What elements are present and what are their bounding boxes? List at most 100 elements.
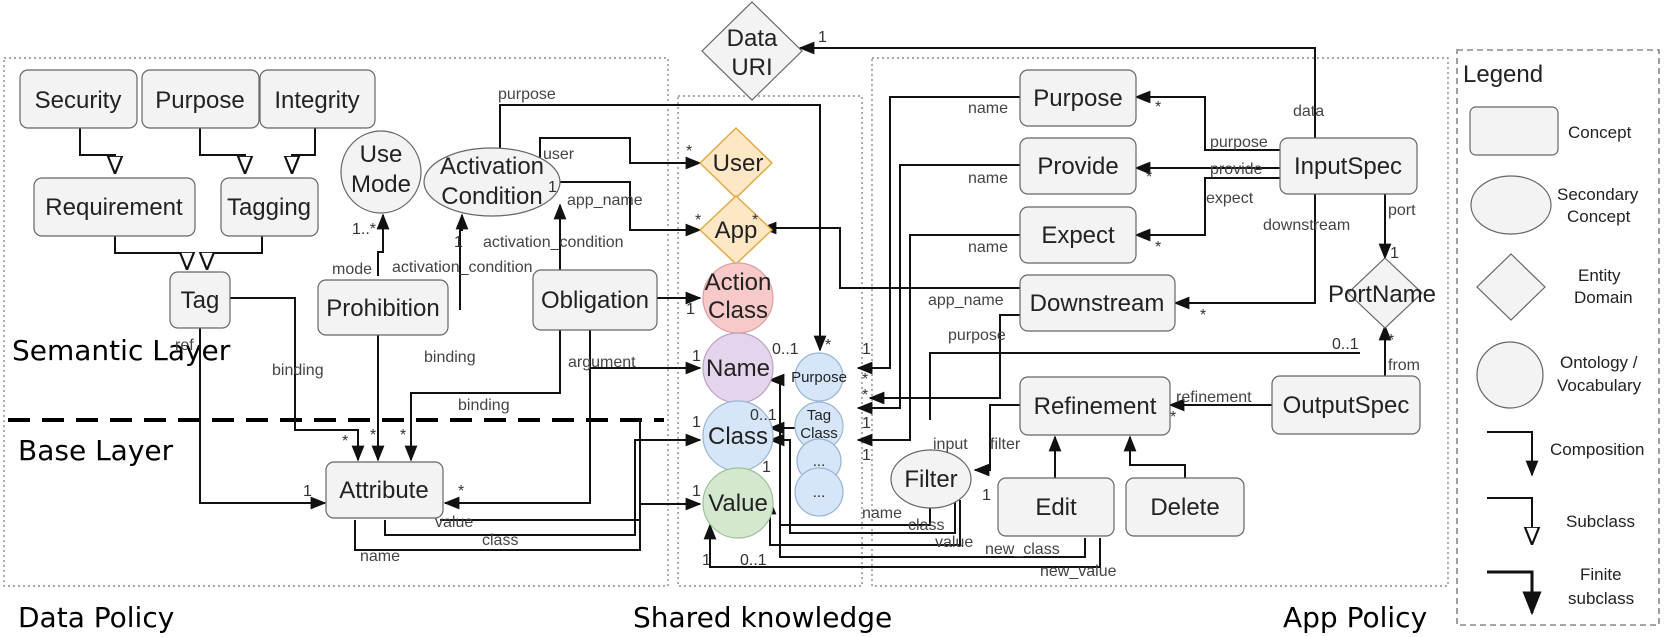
legend-entity-swatch xyxy=(1476,253,1546,321)
edge-label: input xyxy=(933,436,968,453)
mult-label: 1 xyxy=(818,29,827,46)
more-vocab-2 xyxy=(794,467,844,517)
purpose-concept-ap xyxy=(1019,69,1137,127)
mult-label: * xyxy=(752,212,758,229)
mult-label: 1 xyxy=(692,348,701,365)
mult-label: 1 xyxy=(454,234,463,251)
mult-label: 1..* xyxy=(352,221,376,238)
user-label: User xyxy=(713,150,764,177)
tagging-label: Tagging xyxy=(227,194,311,221)
mult-label: 1 xyxy=(862,447,871,464)
prohibition-label: Prohibition xyxy=(326,295,439,322)
action-class-label-2: Class xyxy=(708,297,768,324)
mult-label: * xyxy=(1388,332,1394,349)
mult-label: * xyxy=(862,371,868,388)
legend-finite-label-1: Finite xyxy=(1580,565,1622,584)
value-ontology xyxy=(702,467,774,539)
prohibition-concept xyxy=(317,279,449,336)
mult-label: 1 xyxy=(762,459,771,476)
mult-label: * xyxy=(1200,307,1206,324)
security-label: Security xyxy=(35,87,122,114)
legend-subclass-arrow xyxy=(1487,497,1532,543)
mult-label: 0..1 xyxy=(740,552,767,569)
legend-concept-swatch xyxy=(1469,106,1559,156)
portname-entity xyxy=(1347,257,1423,329)
filter-secondary xyxy=(890,449,972,509)
legend-entity-label-2: Domain xyxy=(1574,288,1633,307)
security-concept xyxy=(19,69,138,129)
outputspec-concept xyxy=(1271,375,1421,435)
legend-frame xyxy=(1456,49,1660,626)
more-vocab-label-2: ... xyxy=(813,484,826,501)
class-label: Class xyxy=(708,423,768,450)
mult-label: * xyxy=(1146,169,1152,186)
edge-label: app_name xyxy=(567,192,643,209)
inputspec-concept xyxy=(1279,137,1418,195)
edge-label: binding xyxy=(424,349,476,366)
legend-secondary-label-1: Secondary xyxy=(1557,185,1639,204)
data-policy-nodes: Security Purpose Integrity Requirement T… xyxy=(19,69,658,519)
edge-label: activation_condition xyxy=(483,234,624,251)
edge-label: new_value xyxy=(1040,563,1117,580)
provide-concept xyxy=(1019,137,1137,195)
mult-label: 1 xyxy=(303,483,312,500)
portname-label: PortName xyxy=(1328,281,1436,308)
use-mode-label-2: Mode xyxy=(351,171,411,198)
multiplicity-labels: 1 * 1 * * 1..* 1 1 1 0..1 * 0..1 1 1 1 0… xyxy=(303,29,1399,569)
edge-label: user xyxy=(543,146,575,163)
edge-label: filter xyxy=(990,436,1021,453)
downstream-concept xyxy=(1019,274,1176,332)
data-policy-title: Data Policy xyxy=(18,601,174,634)
activation-condition-secondary xyxy=(423,147,561,217)
semantic-layer-title: Semantic Layer xyxy=(12,334,231,367)
tag-class-label-2: Class xyxy=(800,425,838,442)
tagging-concept xyxy=(220,177,319,237)
data-uri-label-1: Data xyxy=(727,25,778,52)
requirement-concept xyxy=(33,177,196,237)
legend-finite-label-2: subclass xyxy=(1568,589,1634,608)
name-label: Name xyxy=(706,355,770,382)
tag-label: Tag xyxy=(181,287,220,314)
mult-label: 1 xyxy=(548,179,557,196)
edge-label: class xyxy=(482,532,518,549)
mult-label: 1 xyxy=(686,301,695,318)
edge-label: name xyxy=(360,548,400,565)
legend-ontology-label-2: Vocabulary xyxy=(1557,376,1642,395)
mult-label: * xyxy=(400,427,406,444)
edge-label: app_name xyxy=(928,292,1004,309)
mult-label: * xyxy=(686,143,692,160)
edge-label: purpose xyxy=(498,86,556,103)
base-layer-title: Base Layer xyxy=(18,434,174,467)
provide-label: Provide xyxy=(1037,153,1118,180)
refinement-label: Refinement xyxy=(1034,393,1157,420)
legend-title: Legend xyxy=(1463,61,1543,88)
edge-label: class xyxy=(908,517,944,534)
inputspec-label: InputSpec xyxy=(1294,153,1402,180)
edge-label: value xyxy=(435,514,473,531)
edge-labels: purpose user app_name activation_conditi… xyxy=(175,86,1420,580)
expect-concept xyxy=(1019,206,1137,264)
legend-composition-arrow xyxy=(1487,431,1539,477)
legend-composition-label: Composition xyxy=(1550,440,1645,459)
tag-concept xyxy=(169,271,231,329)
attribute-concept xyxy=(325,461,444,519)
use-mode-label-1: Use xyxy=(360,141,403,168)
obligation-concept xyxy=(532,269,658,331)
legend: Legend Concept Secondary Concept Entity … xyxy=(1463,61,1645,616)
legend-subclass-label: Subclass xyxy=(1566,512,1635,531)
mult-label: * xyxy=(862,387,868,404)
edge-label: name xyxy=(862,505,902,522)
mult-label: * xyxy=(342,433,348,450)
attribute-label: Attribute xyxy=(339,477,428,504)
mult-label: 1 xyxy=(692,414,701,431)
legend-secondary-swatch xyxy=(1470,175,1552,235)
mult-label: 1 xyxy=(692,483,701,500)
downstream-label: Downstream xyxy=(1030,290,1165,317)
mult-label: * xyxy=(1170,409,1176,426)
refinement-concept xyxy=(1019,376,1171,436)
legend-finite-arrow xyxy=(1487,570,1542,616)
edge-label: mode xyxy=(332,261,372,278)
mult-label: 1 xyxy=(1390,245,1399,262)
delete-concept xyxy=(1125,477,1245,537)
delete-label: Delete xyxy=(1150,494,1219,521)
